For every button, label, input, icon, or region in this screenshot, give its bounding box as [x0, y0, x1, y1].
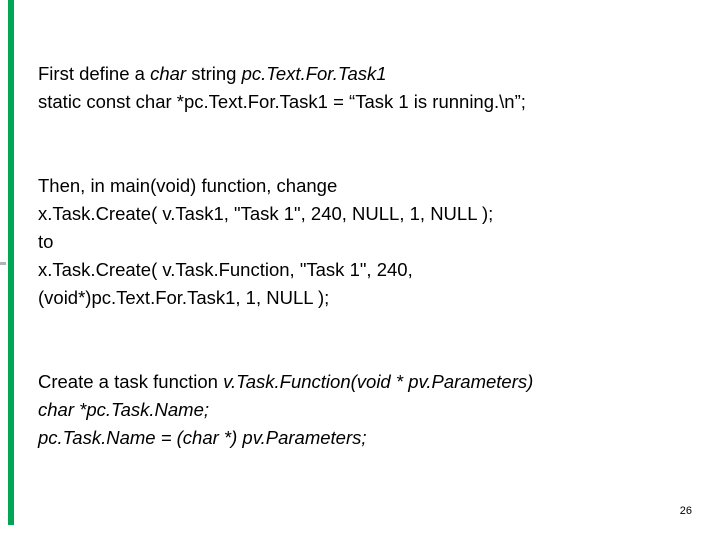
- page-number: 26: [679, 505, 692, 517]
- text-line: First define a char string pc.Text.For.T…: [38, 60, 686, 88]
- text-run-italic: char *pc.Task.Name;: [38, 399, 210, 420]
- text-run-italic: char: [150, 63, 187, 84]
- text-run: string: [186, 63, 242, 84]
- text-run-italic: pc.Task.Name = (char *) pv.Parameters;: [38, 427, 367, 448]
- spacer: [38, 340, 686, 368]
- spacer: [38, 312, 686, 340]
- text-line: pc.Task.Name = (char *) pv.Parameters;: [38, 424, 686, 452]
- spacer: [38, 144, 686, 172]
- text-run: Create a task function: [38, 371, 224, 392]
- text-line: x.Task.Create( v.Task1, "Task 1", 240, N…: [38, 200, 686, 228]
- text-run: Then, in main(void) function, change: [38, 175, 338, 196]
- text-line: static const char *pc.Text.For.Task1 = “…: [38, 88, 686, 116]
- text-line: (void*)pc.Text.For.Task1, 1, NULL );: [38, 284, 686, 312]
- green-accent-bar: [8, 0, 14, 525]
- text-line: char *pc.Task.Name;: [38, 396, 686, 424]
- text-run: First define a: [38, 63, 151, 84]
- text-run: to: [38, 231, 54, 252]
- text-run: static const char *pc.Text.For.Task1 = “…: [38, 91, 526, 112]
- text-line: Create a task function v.Task.Function(v…: [38, 368, 686, 396]
- text-run-italic: pc.Text.For.Task1: [241, 63, 387, 84]
- text-run: x.Task.Create( v.Task1, "Task 1", 240, N…: [38, 203, 494, 224]
- text-run-italic: v.Task.Function(void * pv.Parameters): [223, 371, 534, 392]
- slide-body-text: First define a char string pc.Text.For.T…: [38, 60, 686, 452]
- left-margin-tick: [0, 262, 6, 265]
- text-line: x.Task.Create( v.Task.Function, "Task 1"…: [38, 256, 686, 284]
- spacer: [38, 116, 686, 144]
- text-line: to: [38, 228, 686, 256]
- text-run: (void*)pc.Text.For.Task1, 1, NULL );: [38, 287, 330, 308]
- text-run: x.Task.Create( v.Task.Function, "Task 1"…: [38, 259, 413, 280]
- text-line: Then, in main(void) function, change: [38, 172, 686, 200]
